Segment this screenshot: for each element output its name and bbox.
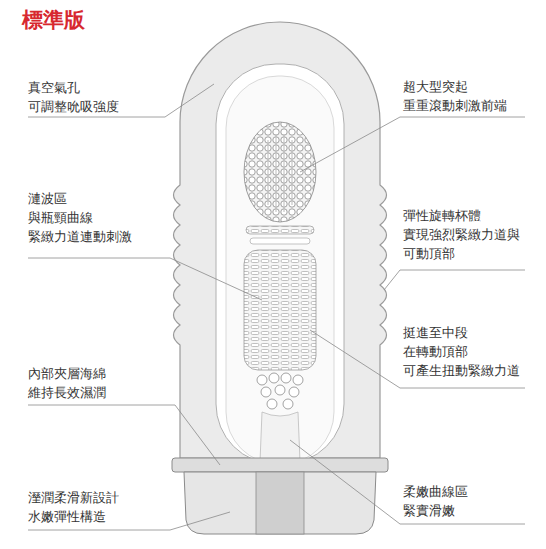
nub-ridges (268, 134, 292, 212)
cap-ring (172, 458, 388, 472)
leader-lines (28, 84, 525, 530)
nub-cluster (244, 122, 316, 222)
inner-sleeve (216, 64, 344, 464)
bulbs (257, 373, 303, 409)
neck-ring (246, 226, 314, 234)
callout-text: 真空氣孔 可調整吮吸強度 (28, 78, 121, 116)
callout-text: 溼潤柔滑新設計 水嫩彈性構造 (28, 488, 121, 526)
callout-text: 內部夾層海綿 維持長效濕潤 (28, 364, 108, 402)
callout-text: 柔嫩曲線區 緊實滑嫩 (403, 482, 470, 520)
diagram-title: 標準版 (22, 6, 85, 34)
ribbed-zone (244, 250, 316, 370)
callout-text: 漣波區 與瓶頸曲線 緊緻力道連動刺激 (28, 189, 134, 246)
inner-sleeve-line (226, 76, 334, 464)
callout-text: 挺進至中段 在轉動頂部 可產生扭動緊緻力道 (403, 323, 522, 380)
callout-text: 超大型突起 重重滾動刺激前端 (403, 77, 509, 115)
cap-port (256, 472, 304, 534)
soft-channel (260, 412, 300, 462)
callout-text: 彈性旋轉杯體 實現強烈緊緻力道與 可動頂部 (403, 206, 522, 263)
cap-base (184, 472, 376, 534)
neck-ring (250, 238, 310, 244)
